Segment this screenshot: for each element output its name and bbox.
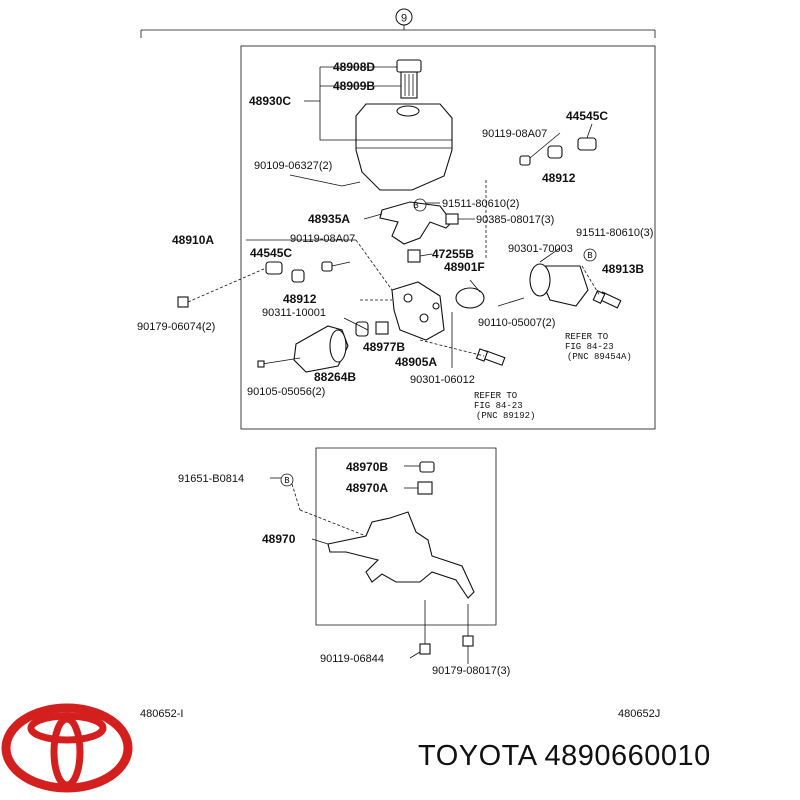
part-90119-right: [519, 155, 531, 166]
label-90311-10001: 90311-10001: [262, 307, 326, 319]
label-90301-06012: 90301-06012: [410, 374, 475, 386]
upper-assembly-frame: [240, 45, 656, 430]
part-90179-06074: [177, 296, 189, 308]
label-91511-80610-2: 91511-80610(2): [442, 198, 519, 210]
label-90109-06327: 90109-06327(2): [254, 160, 332, 172]
bolt-90109: [341, 181, 361, 187]
refer-right-line3: (PNC 89454A): [567, 352, 632, 362]
label-90179-08017: 90179-08017(3): [432, 665, 510, 677]
leader-lines-lower: [270, 465, 469, 664]
bolt-90105: [261, 357, 301, 365]
pressure-sensor-bottom: [475, 348, 506, 366]
label-91651-b0814: 91651-B0814: [178, 473, 244, 485]
lower-bolts: [419, 600, 474, 655]
label-48912-left: 48912: [283, 292, 317, 306]
badge-letter-3: B: [284, 476, 290, 486]
bolt-90110: [497, 297, 525, 307]
part-90385: [445, 213, 459, 225]
label-48970: 48970: [262, 532, 296, 546]
label-48977b: 48977B: [363, 340, 405, 354]
label-47255b: 47255B: [432, 247, 474, 261]
label-48908d: 48908D: [333, 60, 375, 74]
part-44545c-left: [265, 261, 283, 275]
label-44545c-right: 44545C: [566, 109, 608, 123]
label-90119-06844: 90119-06844: [320, 653, 384, 665]
label-90119-08a07-left: 90119-08A07: [290, 233, 355, 245]
part-48977b: [375, 321, 389, 335]
bracket-48935a: [379, 201, 453, 245]
refer-bottom-line1: REFER TO: [474, 391, 517, 401]
label-91511-80610-3: 91511-80610(3): [576, 227, 653, 239]
drawing-code-left: 480652-I: [140, 708, 183, 720]
leader-lines-upper: [187, 66, 601, 368]
actuator-body: [391, 281, 445, 341]
badge-letter-2: B: [587, 251, 593, 261]
label-48905a: 48905A: [395, 355, 437, 369]
label-90110-05007: 90110-05007(2): [478, 317, 555, 329]
brake-fluid-reservoir: [355, 103, 453, 191]
label-48912-right: 48912: [542, 171, 576, 185]
part-47255b: [407, 249, 421, 263]
part-90119-left: [321, 261, 333, 272]
label-90179-06074: 90179-06074(2): [137, 321, 215, 333]
callout-bracket: 9: [140, 8, 656, 38]
label-48901f: 48901F: [444, 260, 485, 274]
bracket-48970: [327, 511, 475, 599]
label-48935a: 48935A: [308, 212, 350, 226]
refer-bottom-line2: FIG 84-23: [474, 401, 523, 411]
lower-assembly-frame: [315, 447, 497, 626]
valve-48901f: [455, 287, 485, 309]
badge-letter-1: B: [413, 201, 419, 211]
refer-right-line2: FIG 84-23: [565, 342, 614, 352]
pump-motor: [293, 325, 349, 373]
badge-b-91511: [413, 198, 427, 212]
label-90301-70003: 90301-70003: [508, 243, 573, 255]
label-44545c-left: 44545C: [250, 246, 292, 260]
badge-b-91511-3: [583, 248, 597, 262]
part-48912-left: [291, 269, 305, 283]
label-48930c: 48930C: [249, 94, 291, 108]
badge-b-91651: [280, 473, 294, 487]
reservoir-cap: [396, 59, 422, 99]
label-88264b: 88264B: [314, 370, 356, 384]
part-48912-right: [547, 145, 563, 159]
brand-part-number: TOYOTA 4890660010: [418, 740, 711, 772]
label-90119-08a07-right: 90119-08A07: [482, 128, 547, 140]
label-90385-08017: 90385-08017(3): [476, 214, 554, 226]
label-48910a: 48910A: [172, 233, 214, 247]
callout-number: 9: [401, 13, 407, 25]
label-48970b: 48970B: [346, 460, 388, 474]
refer-right-line1: REFER TO: [565, 332, 608, 342]
refer-bottom-line3: (PNC 89192): [476, 411, 535, 421]
label-48909b: 48909B: [333, 79, 375, 93]
label-48913b: 48913B: [602, 262, 644, 276]
pressure-sensor-right: [592, 290, 622, 309]
part-labels: 48908D 48909B 48930C 44545C 90119-08A07 …: [137, 60, 660, 720]
part-44545c-right: [577, 137, 597, 151]
toyota-logo-icon: [1, 703, 133, 793]
drawing-code-right: 480652J: [618, 708, 660, 720]
label-48970a: 48970A: [346, 481, 388, 495]
label-90105-05056: 90105-05056(2): [247, 386, 325, 398]
